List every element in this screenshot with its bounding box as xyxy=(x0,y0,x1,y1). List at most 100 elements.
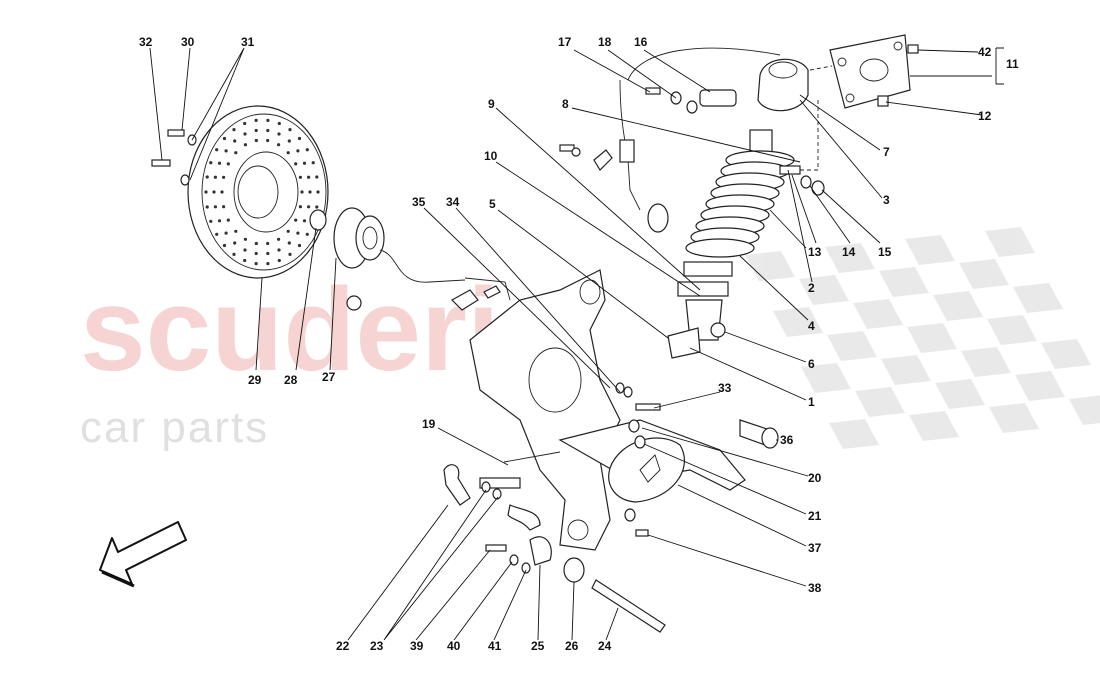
callout-20: 20 xyxy=(808,471,822,485)
disc-hole xyxy=(232,128,236,132)
checker-square xyxy=(933,291,983,321)
checker-square xyxy=(907,323,957,353)
disc-hole xyxy=(226,162,230,166)
disc-hole xyxy=(287,139,291,143)
disc-hole xyxy=(307,205,311,209)
disc-hole xyxy=(254,118,258,122)
shock-absorber xyxy=(667,58,809,359)
checker-square xyxy=(1013,283,1063,313)
disc-hole xyxy=(294,162,298,166)
callout-34: 34 xyxy=(446,195,460,209)
disc-hole xyxy=(205,205,209,209)
disc-hole xyxy=(204,190,208,194)
checker-square xyxy=(773,307,823,337)
callout-6: 6 xyxy=(808,357,815,371)
disc-hole xyxy=(315,205,319,209)
disc-hole xyxy=(243,237,247,241)
checker-square xyxy=(853,299,903,329)
disc-hole xyxy=(213,175,217,179)
disc-hole xyxy=(226,218,230,222)
callout-18: 18 xyxy=(598,35,612,49)
fasteners xyxy=(151,47,825,633)
callout-35: 35 xyxy=(412,195,426,209)
checker-square xyxy=(881,355,931,385)
checker-square xyxy=(745,251,795,281)
callout-31: 31 xyxy=(241,35,255,49)
disc-hole xyxy=(217,161,222,165)
disc-hole xyxy=(315,175,319,179)
disc-hole xyxy=(215,232,219,236)
callout-41: 41 xyxy=(488,639,502,653)
disc-hole xyxy=(296,231,300,235)
disc-hole xyxy=(243,258,247,263)
callout-15: 15 xyxy=(878,245,892,259)
checker-square xyxy=(985,227,1035,257)
checker-square xyxy=(879,267,929,297)
disc-hole xyxy=(266,251,270,256)
disc-hole xyxy=(222,175,226,179)
callout-10: 10 xyxy=(484,149,498,163)
checker-square xyxy=(829,419,879,449)
checker-square xyxy=(989,403,1039,433)
checker-square xyxy=(855,387,905,417)
disc-hole xyxy=(277,132,281,136)
disc-hole xyxy=(298,205,302,209)
callout-1: 1 xyxy=(808,395,815,409)
callout-2: 2 xyxy=(808,281,815,295)
callout-25: 25 xyxy=(531,639,545,653)
spring-coil xyxy=(685,238,755,258)
disc-hole xyxy=(286,229,290,233)
disc-hole xyxy=(266,241,270,246)
callout-40: 40 xyxy=(447,639,461,653)
disc-hole xyxy=(300,190,304,194)
disc-hole xyxy=(243,132,247,136)
disc-hole xyxy=(277,248,281,252)
disc-hole xyxy=(288,128,292,132)
callout-26: 26 xyxy=(565,639,579,653)
callout-5: 5 xyxy=(489,197,496,211)
disc-hole xyxy=(222,205,226,209)
disc-hole xyxy=(209,161,213,165)
disc-hole xyxy=(277,237,281,241)
disc-hole xyxy=(302,161,307,165)
callout-4: 4 xyxy=(808,319,815,333)
disc-hole xyxy=(266,262,270,266)
disc-hole xyxy=(215,148,219,152)
callout-42: 42 xyxy=(978,45,992,59)
callout-33: 33 xyxy=(718,381,732,395)
disc-hole xyxy=(224,231,228,235)
callout-38: 38 xyxy=(808,581,822,595)
disc-hole xyxy=(302,219,307,223)
checker-square xyxy=(801,363,851,393)
callout-21: 21 xyxy=(808,509,822,523)
disc-hole xyxy=(277,258,281,263)
disc-hole xyxy=(254,128,258,133)
callout-30: 30 xyxy=(181,35,195,49)
checker-square xyxy=(909,411,959,441)
disc-hole xyxy=(212,190,216,194)
callout-labels: 32 30 31 29 28 27 17 18 16 8 9 10 5 34 3… xyxy=(139,35,1019,653)
callout-12: 12 xyxy=(978,109,992,123)
disc-hole xyxy=(294,218,298,222)
disc-hole xyxy=(234,151,238,155)
disc-hole xyxy=(243,121,247,126)
callout-3: 3 xyxy=(883,193,890,207)
callout-37: 37 xyxy=(808,541,822,555)
disc-hole xyxy=(254,262,258,266)
wheel-hub xyxy=(309,207,511,311)
disc-hole xyxy=(266,138,270,143)
callout-19: 19 xyxy=(422,417,436,431)
leader-lines xyxy=(149,47,1004,641)
disc-hole xyxy=(266,118,270,122)
disc-hole xyxy=(286,151,290,155)
disc-hole xyxy=(254,138,258,143)
disc-hole xyxy=(307,175,311,179)
disc-hole xyxy=(213,205,217,209)
disc-hole xyxy=(287,241,291,245)
callout-13: 13 xyxy=(808,245,822,259)
callout-7: 7 xyxy=(883,145,890,159)
disc-hole xyxy=(266,128,270,133)
callout-39: 39 xyxy=(410,639,424,653)
callout-27: 27 xyxy=(322,370,336,384)
